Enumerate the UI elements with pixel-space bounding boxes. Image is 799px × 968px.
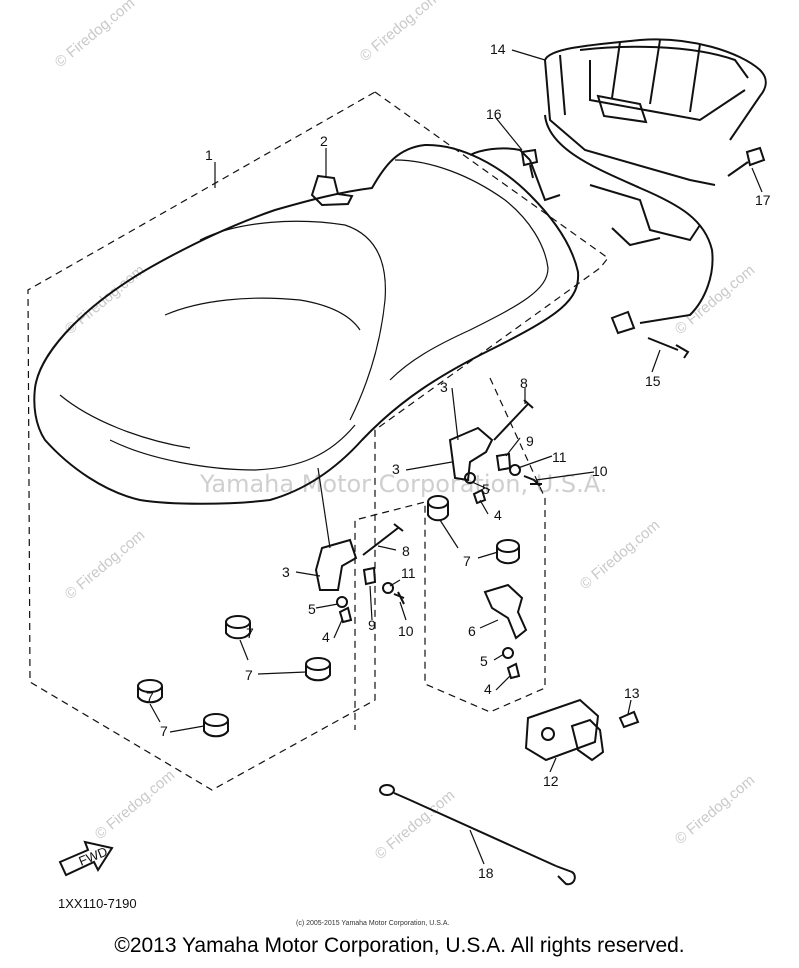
- part-label: 3: [282, 564, 290, 580]
- part-label: 1: [205, 147, 213, 163]
- watermark: © Firedog.com: [577, 517, 663, 593]
- part-label: 17: [755, 192, 771, 208]
- watermark: © Firedog.com: [62, 527, 148, 603]
- part-label: 12: [543, 773, 559, 789]
- part-label: 11: [552, 449, 567, 465]
- part-label: 7: [160, 723, 168, 739]
- seat-lock: [524, 698, 605, 762]
- watermark: © Firedog.com: [372, 787, 458, 863]
- part-label: 13: [624, 685, 640, 701]
- diagram-code: 1XX110-7190: [58, 896, 137, 911]
- part-label: 9: [526, 433, 534, 449]
- part-label: 7: [146, 689, 154, 705]
- watermark-layer: © Firedog.com © Firedog.com © Firedog.co…: [52, 0, 758, 863]
- watermark: © Firedog.com: [52, 0, 138, 71]
- part-label: 6: [468, 623, 476, 639]
- part-label: 8: [402, 543, 410, 559]
- part-label: 16: [486, 106, 502, 122]
- center-watermark: Yamaha Motor Corporation, U.S.A.: [199, 470, 607, 498]
- watermark: © Firedog.com: [92, 767, 178, 843]
- small-copyright: (c) 2005-2015 Yamaha Motor Corporation, …: [296, 920, 449, 927]
- part-label: 2: [320, 133, 328, 149]
- part-label: 5: [308, 601, 316, 617]
- dampers: [137, 495, 520, 738]
- part-label: 14: [490, 41, 506, 57]
- watermark: © Firedog.com: [672, 262, 758, 338]
- part-label: 7: [463, 553, 471, 569]
- part-label: 7: [245, 667, 253, 683]
- part-label: 11: [401, 565, 416, 581]
- copyright-footer: ©2013 Yamaha Motor Corporation, U.S.A. A…: [114, 934, 685, 957]
- part-label: 7: [246, 625, 254, 641]
- hardware: [336, 146, 766, 729]
- part-labels: 1 2 3 3 3 4 4 4 5 5 5 6 7 7 7 7 7 8 8 9 …: [146, 41, 771, 881]
- leader-lines: [149, 49, 763, 865]
- watermark: © Firedog.com: [62, 262, 148, 338]
- seat-assembly-outline: [27, 91, 609, 791]
- part-label: 4: [494, 507, 502, 523]
- part-label: 4: [322, 629, 330, 645]
- part-label: 9: [368, 617, 376, 633]
- watermark: © Firedog.com: [672, 772, 758, 848]
- watermark: © Firedog.com: [357, 0, 443, 65]
- fwd-arrow: FWD: [58, 840, 114, 877]
- part-label: 5: [482, 481, 490, 497]
- seat-cable: [379, 784, 576, 886]
- brackets: [314, 426, 528, 640]
- part-label: 10: [398, 623, 414, 639]
- assembly-outlines: [27, 91, 609, 791]
- part-label: 4: [484, 681, 492, 697]
- part-label: 8: [520, 375, 528, 391]
- part-label: 15: [645, 373, 661, 389]
- part-label: 10: [592, 463, 608, 479]
- part-label: 18: [478, 865, 494, 881]
- fwd-label: FWD: [77, 844, 110, 869]
- seat: [33, 143, 580, 505]
- part-label: 3: [392, 461, 400, 477]
- grab-rack: [469, 38, 767, 335]
- part-label: 3: [440, 379, 448, 395]
- part-label: 5: [480, 653, 488, 669]
